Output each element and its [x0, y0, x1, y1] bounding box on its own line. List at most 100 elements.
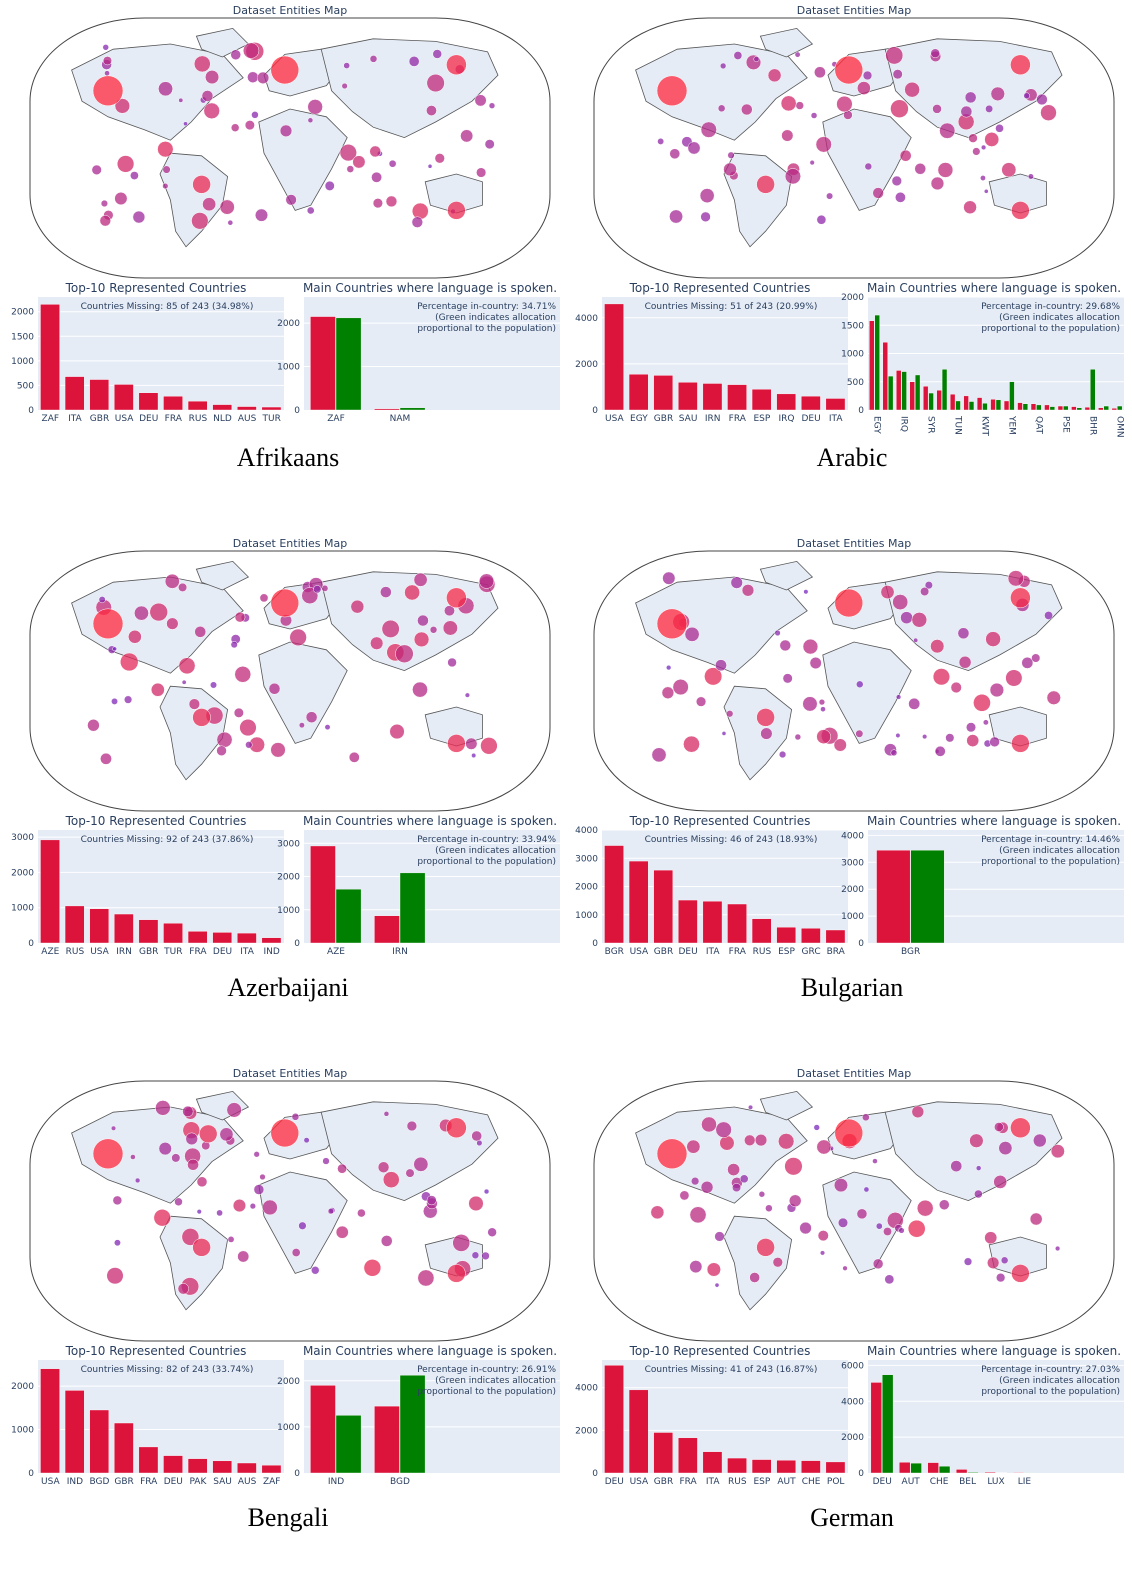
bar: [1045, 405, 1050, 410]
map-bubble: [883, 1227, 891, 1235]
bar: [139, 920, 158, 943]
map-bubble: [446, 1118, 466, 1138]
map-bubble: [1047, 691, 1061, 705]
bar: [310, 1385, 335, 1473]
map-bubble: [864, 1187, 869, 1192]
map-bubble: [1010, 55, 1030, 75]
y-tick-label: 1500: [11, 332, 34, 342]
bar: [985, 1472, 996, 1473]
bar: [911, 1463, 922, 1473]
x-tick-label: IRQ: [779, 414, 795, 424]
map-bubble: [899, 1228, 905, 1234]
map-bubble: [715, 1283, 719, 1287]
x-tick-label: BGR: [901, 947, 920, 957]
bar: [1031, 404, 1036, 410]
map-bubble: [271, 589, 299, 617]
y-tick-label: 0: [858, 1469, 864, 1479]
map-bubble: [972, 148, 980, 156]
bar: [139, 393, 158, 410]
bar: [604, 304, 623, 410]
map-bubble: [724, 163, 737, 176]
map-bubble: [876, 1223, 882, 1229]
x-tick-label: PSE: [1060, 416, 1070, 433]
map-bubble: [663, 572, 676, 585]
percentage-annotation: (Green indicates allocation: [999, 1376, 1120, 1386]
x-tick-label: DEU: [213, 947, 232, 957]
map-bubble: [896, 733, 900, 737]
map-bubble: [292, 1113, 299, 1120]
map-bubble: [734, 51, 742, 59]
map-bubble: [205, 70, 219, 84]
map-bubble: [260, 594, 268, 602]
x-tick-label: CHE: [930, 1477, 949, 1487]
bar: [654, 870, 673, 943]
percentage-annotation: (Green indicates allocation: [435, 846, 556, 856]
map-bubble: [217, 746, 227, 756]
map-bubble: [325, 181, 334, 190]
bar: [336, 1415, 361, 1473]
map-bubble: [476, 168, 486, 178]
map-bubble: [985, 1232, 997, 1244]
map-bubble: [976, 1166, 981, 1171]
map-bubble: [453, 1234, 470, 1251]
x-tick-label: GRC: [802, 947, 821, 957]
map-bubble: [757, 1238, 775, 1256]
map-bubble: [720, 1136, 735, 1151]
bar: [1071, 407, 1076, 410]
x-tick-label: GBR: [654, 947, 673, 957]
map-bubble: [395, 645, 413, 663]
caption-afrikaans: Afrikaans: [8, 443, 568, 473]
map-bubble: [905, 82, 920, 97]
map-bubble: [930, 639, 944, 653]
map-bubble: [247, 72, 258, 83]
map-bubble: [920, 587, 929, 596]
map-bubble: [768, 69, 781, 82]
map-bubble: [202, 90, 213, 101]
map-bubble: [657, 1139, 687, 1169]
map-bubble: [155, 1100, 170, 1115]
y-tick-label: 0: [592, 406, 598, 416]
bar: [826, 930, 845, 943]
map-bubble: [269, 683, 280, 694]
bar: [65, 906, 84, 943]
x-tick-label: ITA: [68, 414, 82, 424]
map-bubble: [234, 708, 244, 718]
map-bubble: [353, 156, 366, 169]
x-tick-label: YEM: [1006, 415, 1016, 435]
map-bubble: [961, 106, 972, 117]
map-bubble: [1055, 1246, 1060, 1251]
map-bubble: [748, 1105, 753, 1110]
map-bubble: [895, 192, 905, 202]
map-bubble: [810, 657, 822, 669]
map-bubble: [93, 1139, 123, 1169]
map-bubble: [834, 739, 847, 752]
countries-missing-annotation: Countries Missing: 46 of 243 (18.93%): [645, 835, 818, 845]
map-bubble: [485, 139, 494, 148]
bar: [262, 938, 281, 943]
x-tick-label: GBR: [114, 1477, 133, 1487]
x-tick-label: USA: [630, 1477, 649, 1487]
main-countries-title: Main Countries where language is spoken.: [867, 814, 1121, 828]
top10-title: Top-10 Represented Countries: [65, 814, 247, 828]
map-bubble: [255, 209, 268, 222]
percentage-annotation: proportional to the population): [417, 324, 556, 334]
bar: [90, 1410, 109, 1473]
map-bubble: [688, 142, 700, 154]
y-tick-label: 2000: [11, 308, 34, 318]
map-bubble: [380, 587, 391, 598]
map-bubble: [996, 1273, 1005, 1282]
x-tick-label: IRN: [116, 947, 132, 957]
map-bubble: [154, 1209, 171, 1226]
bar: [629, 374, 648, 410]
x-tick-label: IRN: [705, 414, 721, 424]
bar: [310, 317, 335, 410]
bar: [629, 1390, 648, 1473]
bar: [188, 401, 207, 410]
bar: [262, 1465, 281, 1473]
bar: [777, 394, 796, 410]
x-tick-label: ITA: [706, 1477, 720, 1487]
map-bubble: [662, 687, 674, 699]
bar: [977, 398, 982, 410]
y-tick-label: 2000: [575, 883, 598, 893]
